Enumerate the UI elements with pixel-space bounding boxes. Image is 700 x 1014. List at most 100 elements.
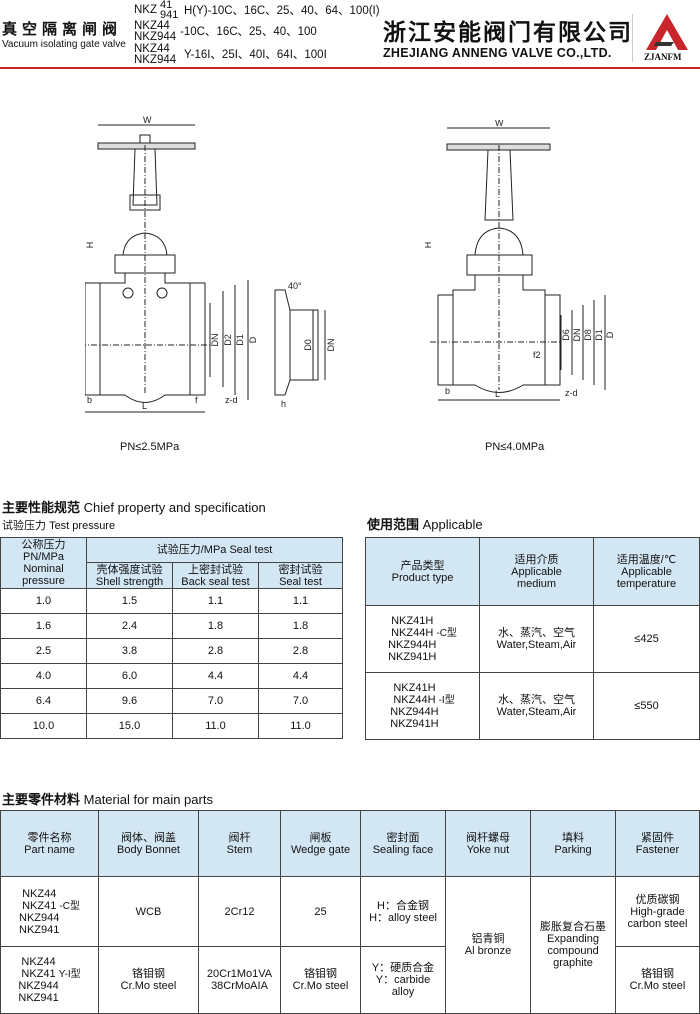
body-bonnet: WCB	[98, 876, 199, 947]
divider	[632, 14, 633, 62]
model-name: NKZ44	[134, 20, 170, 32]
label-en: Test pressure	[49, 520, 116, 532]
table-cell: 1.5	[86, 588, 173, 614]
table-cell: 1.1	[258, 588, 343, 614]
dim-d2: D2	[223, 334, 233, 346]
model-name: NKZ44	[134, 43, 170, 55]
table-cell: 11.0	[258, 713, 343, 739]
dim-h-small: h	[281, 399, 286, 409]
model-nkz: NKZ	[134, 4, 157, 16]
model-sub: 941	[160, 9, 179, 21]
dim-b: b	[87, 395, 92, 405]
table-cell: 15.0	[86, 713, 173, 739]
model-spec-3: Y-16I、25I、40I、64I、100I	[184, 49, 327, 61]
header-text: 阀杆	[228, 831, 251, 844]
dim-h: H	[425, 242, 433, 249]
header-seal-test: 试验压力/MPa Seal test	[86, 537, 343, 563]
temperature: ≤550	[593, 672, 700, 740]
logo-text: ZJANFM	[644, 52, 682, 62]
header-text: Yoke nut	[466, 843, 510, 856]
dim-d1: D1	[594, 329, 604, 341]
dim-f: f	[195, 395, 198, 405]
dim-w: W	[495, 120, 504, 128]
applicable-section-title: 使用范围 Applicable	[367, 514, 483, 533]
valve-drawing-pn25: W H DN D2 D1 D L b f z-d 40° D0 DN h	[85, 115, 336, 413]
wedge-gate: 25	[280, 876, 361, 947]
model-spec-2: -10C、16C、25、40、100	[180, 26, 317, 38]
dim-dn: DN	[572, 329, 582, 342]
company-name-cn: 浙江安能阀门有限公司	[383, 19, 633, 45]
product-title-en: Vacuum isolating gate valve	[2, 39, 126, 50]
dim-d1: D1	[235, 334, 245, 346]
stem: 2Cr12	[198, 876, 281, 947]
title-cn: 使用范围	[367, 517, 420, 532]
dim-d8: D8	[583, 329, 593, 341]
model-spec-1: H(Y)-10C、16C、25、40、64、100(I)	[184, 5, 380, 17]
header-text: Body Bonnet	[117, 843, 180, 856]
header-text: Fastener	[635, 843, 680, 856]
label-cn: 试验压力	[2, 520, 46, 532]
table-cell: 2.8	[172, 638, 259, 664]
header-text: 密封面	[386, 831, 420, 844]
temperature: ≤425	[593, 605, 700, 673]
valve-drawing-pn40: W H f2 D6 DN D8 D1 D L b z-d	[425, 120, 615, 401]
table-cell: 1.0	[0, 588, 87, 614]
dim-dn2: DN	[326, 339, 336, 352]
product-title-cn: 真空隔离闸阀	[2, 21, 123, 38]
dim-d6: D6	[561, 329, 571, 341]
header-text: 闸板	[309, 831, 332, 844]
dim-d0: D0	[303, 339, 313, 351]
dim-b: b	[445, 386, 450, 396]
model-sup: 41	[160, 0, 173, 11]
header-text: Part name	[24, 843, 75, 856]
model-name: NKZ944	[134, 31, 177, 43]
table-cell: 4.0	[0, 663, 87, 689]
dim-angle: 40°	[288, 281, 302, 291]
dim-h: H	[85, 242, 95, 249]
table-cell: 6.0	[86, 663, 173, 689]
header-text: Wedge gate	[290, 843, 351, 856]
header-text: Sealing face	[372, 843, 434, 856]
table-cell: 9.6	[86, 688, 173, 714]
test-pressure-label: 试验压力 Test pressure	[2, 517, 115, 533]
dim-d: D	[605, 331, 615, 338]
dim-l: L	[495, 389, 500, 399]
caption-pn40: PN≤4.0MPa	[485, 441, 545, 453]
header-text: 紧固件	[641, 831, 674, 844]
header-text: 填料	[562, 831, 584, 844]
table-cell: 7.0	[258, 688, 343, 714]
table-cell: 1.8	[258, 613, 343, 639]
dim-zd: z-d	[225, 395, 238, 405]
table-cell: 4.4	[172, 663, 259, 689]
